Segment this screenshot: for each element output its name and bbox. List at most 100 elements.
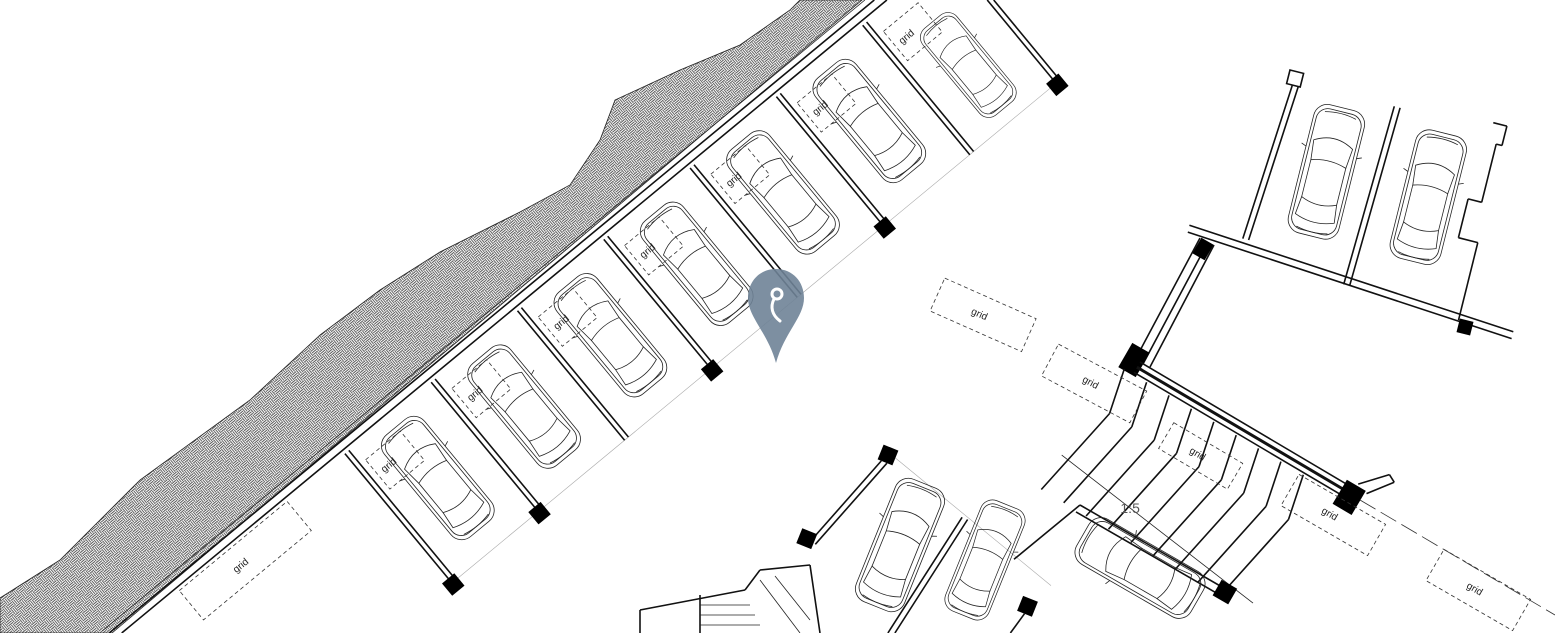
- grid-box: [1158, 422, 1244, 490]
- ramp: 1:5 grid: [1040, 361, 1395, 604]
- ramp-step: [1040, 413, 1111, 491]
- bay-divider: [887, 516, 963, 633]
- bay-divider: [865, 21, 975, 153]
- column: [700, 359, 724, 382]
- stair-wall: [809, 564, 821, 633]
- wall: [1189, 224, 1514, 333]
- ramp-slope-label: 1:5: [1120, 500, 1140, 516]
- bay-divider: [814, 462, 888, 545]
- bay-divider: [607, 235, 716, 367]
- car-symbol: [457, 335, 591, 478]
- grid-label: grid: [897, 28, 917, 47]
- bay-divider: [775, 96, 885, 227]
- wall: [1467, 198, 1482, 204]
- grid-box: [1280, 473, 1387, 557]
- ramp-wall: [1357, 473, 1390, 485]
- bay-divider: [1242, 84, 1294, 239]
- ramp-step: [1175, 408, 1193, 454]
- grid-box: [623, 216, 684, 276]
- wall: [102, 0, 866, 632]
- grid-label: grid: [379, 456, 399, 475]
- grid-box: [365, 430, 426, 490]
- bay-divider: [993, 0, 1061, 81]
- stairwell: [639, 564, 821, 633]
- ramp-wall: [1139, 361, 1360, 493]
- grid-label: grid: [638, 242, 658, 261]
- ramp-wall: [1366, 481, 1395, 495]
- car-symbol: [371, 406, 505, 550]
- grid-box: [451, 359, 512, 419]
- grid-label: grid: [969, 306, 989, 323]
- column: [1046, 73, 1069, 97]
- stair-step: [759, 579, 801, 633]
- bay-divider: [434, 378, 543, 509]
- grid-label: grid: [1187, 446, 1207, 464]
- bay-edge: [451, 83, 1057, 584]
- column: [1212, 579, 1238, 605]
- parking-row-east: [1187, 69, 1514, 340]
- wall: [1075, 511, 1224, 598]
- bay-divider: [862, 24, 971, 156]
- bay-divider: [779, 92, 888, 224]
- map-pin-icon[interactable]: [746, 267, 806, 365]
- grid-label: grid: [1080, 374, 1100, 392]
- bay-divider: [894, 519, 969, 633]
- ramp-wall: [1133, 371, 1354, 503]
- column: [442, 573, 465, 596]
- stair-step: [774, 575, 811, 621]
- car-symbol: [846, 471, 954, 619]
- wall: [1458, 236, 1478, 244]
- column: [1192, 237, 1214, 261]
- wall: [121, 0, 888, 633]
- ramp-wall: [1388, 474, 1395, 483]
- ramp-step: [1265, 461, 1282, 507]
- ramp-step: [1242, 448, 1260, 494]
- ramp-step: [1153, 395, 1170, 441]
- grid-label: grid: [811, 99, 831, 118]
- grid-box: [1425, 548, 1532, 632]
- wall: [1457, 198, 1469, 238]
- stair-wall: [759, 564, 811, 571]
- column: [796, 528, 818, 550]
- wall: [1142, 241, 1209, 365]
- stair-wall: [639, 589, 746, 611]
- bay-divider: [430, 381, 539, 513]
- column: [1332, 479, 1366, 515]
- car-symbol: [802, 49, 936, 193]
- wall: [1149, 244, 1215, 368]
- ramp-step: [1198, 421, 1215, 467]
- wall: [1480, 143, 1497, 203]
- bay-divider: [516, 310, 626, 441]
- ramp-step: [1220, 434, 1237, 481]
- east-wall: [1118, 237, 1215, 378]
- bay-divider: [520, 307, 630, 438]
- car-symbol: [936, 494, 1034, 626]
- grid-box: [882, 2, 943, 62]
- car-symbol: [1381, 125, 1475, 270]
- ramp-step: [1130, 466, 1200, 544]
- hatched-landscape-area: [0, 0, 863, 633]
- grid-box: [1040, 343, 1148, 424]
- column: [1456, 318, 1474, 336]
- grid-label: grid: [231, 556, 251, 575]
- column: [1285, 69, 1305, 88]
- grid-label: grid: [1319, 506, 1339, 524]
- wall: [1134, 237, 1201, 361]
- grid-label: grid: [724, 170, 744, 189]
- grid-box: [178, 500, 312, 621]
- wall: [1501, 125, 1508, 146]
- ramp-step: [1085, 439, 1155, 517]
- parking-row-south: [796, 444, 1052, 633]
- ramp-step: [1108, 368, 1126, 414]
- ramp-step: [1175, 492, 1245, 570]
- wall: [1013, 504, 1081, 560]
- grid-label: grid: [1464, 581, 1484, 599]
- bay-divider: [1247, 86, 1300, 241]
- column: [1118, 342, 1150, 378]
- ramp-step: [1197, 505, 1267, 583]
- wall: [1496, 143, 1503, 147]
- wall: [108, 0, 875, 633]
- ramp-step: [1152, 479, 1222, 557]
